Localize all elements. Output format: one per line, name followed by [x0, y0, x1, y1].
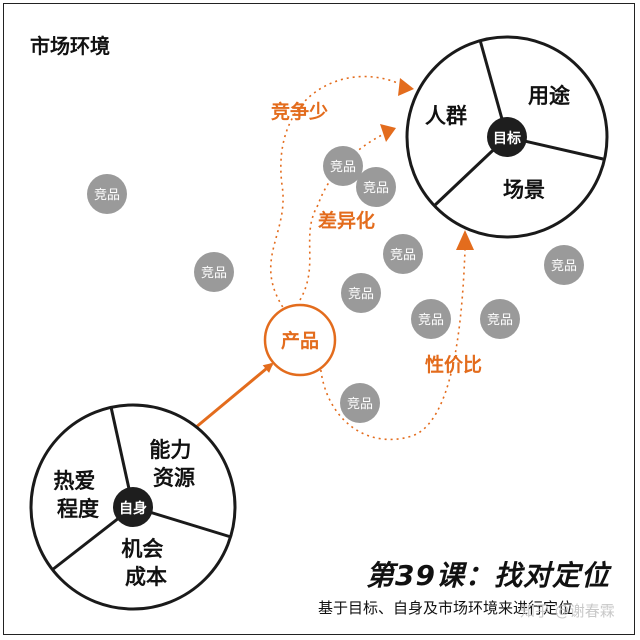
self-segment-passion: 热爱 程度: [53, 469, 102, 521]
self-circle: 自身 能力 资源 热爱 程度 机会 成本: [29, 403, 237, 611]
arrowhead-value: [456, 230, 474, 250]
self-to-product-arrow: [194, 362, 274, 430]
competitor-label: 竞品: [348, 286, 374, 302]
competitor-8: 竞品: [480, 299, 520, 339]
image-frame: [3, 3, 635, 635]
competitor-label: 竞品: [390, 247, 416, 263]
self-segment-opportunity-cost: 机会 成本: [121, 537, 170, 589]
competitor-3: 竞品: [323, 146, 363, 186]
self-segment-ability-resources: 能力 资源: [149, 438, 198, 490]
path-competition-line: [269, 75, 401, 313]
competitor-label: 竞品: [551, 258, 577, 274]
competitor-1: 竞品: [87, 174, 127, 214]
target-center-label: 目标: [493, 130, 521, 147]
arrowhead-competition: [398, 78, 414, 96]
competitor-4: 竞品: [356, 167, 396, 207]
path-label-competition: 竞争少: [271, 100, 328, 123]
competitor-label: 竞品: [363, 180, 389, 196]
lesson-title: 第39课：找对定位: [366, 559, 610, 592]
path-label-differentiation: 差异化: [318, 209, 375, 232]
competitor-2: 竞品: [194, 252, 234, 292]
competitor-10: 竞品: [340, 383, 380, 423]
product-label: 产品: [281, 329, 319, 352]
competitor-9: 竞品: [544, 245, 584, 285]
competitor-label: 竞品: [201, 265, 227, 281]
path-label-value: 性价比: [425, 353, 482, 376]
lesson-subtitle: 基于目标、自身及市场环境来进行定位: [318, 599, 574, 617]
target-circle: 目标 人群 用途 场景: [405, 35, 609, 239]
competitor-label: 竞品: [418, 312, 444, 328]
market-environment-title: 市场环境: [30, 34, 110, 58]
target-segment-people: 人群: [425, 104, 467, 128]
competitor-label: 竞品: [330, 159, 356, 175]
competitors: 竞品 竞品 竞品 竞品 竞品 竞品 竞品 竞品 竞品 竞品: [87, 146, 584, 423]
competitor-label: 竞品: [94, 187, 120, 203]
path-lines: [269, 75, 466, 441]
competitor-6: 竞品: [341, 273, 381, 313]
target-segment-scene: 场景: [503, 178, 545, 202]
arrowhead-differentiation: [380, 124, 396, 142]
product-node: 产品: [263, 303, 337, 377]
competitor-label: 竞品: [487, 312, 513, 328]
competitor-label: 竞品: [347, 396, 373, 412]
competitor-7: 竞品: [411, 299, 451, 339]
target-segment-use: 用途: [528, 84, 571, 108]
watermark: 知乎 @谢春霖: [520, 602, 615, 620]
competitor-5: 竞品: [383, 234, 423, 274]
self-center-label: 自身: [119, 500, 147, 517]
